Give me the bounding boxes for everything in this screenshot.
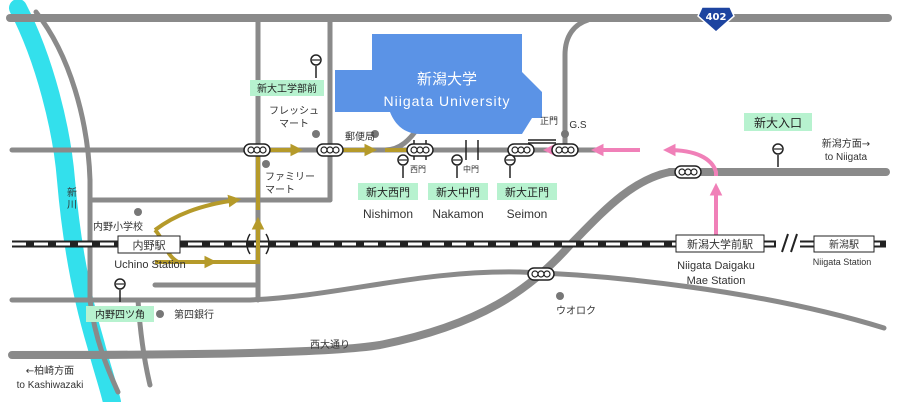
seimon-en: Seimon — [507, 207, 548, 221]
fresh-mart-label-1: フレッシュ — [269, 106, 319, 117]
family-mart-label-2: マート — [265, 185, 295, 196]
uoroku-dot — [556, 292, 564, 300]
uchino-station-box — [117, 235, 181, 254]
post-office-dot — [371, 130, 379, 138]
river-label: 新川 — [67, 186, 77, 211]
tag-nishimon: 新大西門 — [366, 185, 410, 199]
landmark-dots — [134, 130, 569, 318]
bus-stop-icon — [310, 54, 322, 78]
niigata-university-campus — [335, 34, 542, 134]
to-kashiwazaki-jp: ←柏崎方面 — [26, 364, 74, 377]
uchino-station-en: Uchino Station — [114, 259, 186, 271]
daigaku-mae-station-en-1: Niigata Daigaku — [677, 260, 755, 272]
uchino-station-jp: 内野駅 — [133, 238, 166, 252]
niigata-station-box — [813, 235, 875, 253]
shinkawa-river — [9, 0, 121, 402]
niigata-station-en: Niigata Station — [813, 257, 872, 267]
family-mart-dot — [262, 160, 270, 168]
traffic-light-icon — [243, 143, 271, 157]
tag-nakamon: 新大中門 — [436, 185, 480, 199]
traffic-light-icon — [406, 143, 434, 157]
fresh-mart-dot — [312, 130, 320, 138]
diagonal-road — [8, 168, 674, 359]
fresh-mart-label-2: マート — [279, 119, 309, 130]
nishimon-en: Nishimon — [363, 207, 413, 221]
gs-dot — [561, 130, 569, 138]
school-label: 内野小学校 — [93, 220, 143, 233]
daigaku-mae-station-box — [675, 234, 765, 253]
station-boxes: 内野駅 Uchino Station 新潟大学前駅 Niigata Daigak… — [114, 234, 875, 287]
nakamon-en: Nakamon — [432, 207, 483, 221]
bus-stop-icon — [772, 143, 784, 167]
traffic-light-icon — [316, 143, 344, 157]
gs-label: G.S — [569, 120, 587, 131]
tag-kodai: 新大工学部前 — [257, 82, 317, 95]
family-mart-label-1: ファミリー — [265, 172, 315, 183]
traffic-light-icon — [507, 143, 535, 157]
bus-stop-icons — [114, 54, 784, 302]
university-name-jp: 新潟大学 — [417, 70, 477, 88]
post-office-label: 郵便局 — [345, 130, 375, 143]
avenue-label: 西大通り — [310, 338, 350, 351]
daigaku-mae-station-en-2: Mae Station — [687, 275, 746, 287]
bus-stop-icon — [451, 154, 463, 178]
route-number: 402 — [706, 12, 727, 23]
bus-stop-icon — [114, 278, 126, 302]
bus-stop-icon — [504, 154, 516, 178]
tag-yotsukado: 内野四ツ角 — [95, 308, 145, 321]
naka-gate-small: 中門 — [463, 164, 479, 174]
bus-stop-icon — [397, 154, 409, 178]
traffic-light-icon — [527, 267, 555, 281]
tag-seimon: 新大正門 — [505, 185, 549, 199]
to-niigata-jp: 新潟方面→ — [822, 137, 870, 150]
place-labels: フレッシュ マート 郵便局 G.S 正門 ファミリー マート 内野小学校 第四銀… — [17, 106, 871, 391]
tag-iriguchi: 新大入口 — [754, 115, 802, 130]
school-dot — [134, 208, 142, 216]
curved-road — [9, 269, 887, 331]
traffic-light-icon — [674, 165, 702, 179]
seimon-gate-label: 正門 — [540, 116, 558, 127]
route-402-badge: 402 — [697, 6, 735, 34]
daigaku-mae-station-jp: 新潟大学前駅 — [687, 237, 753, 251]
traffic-light-icon — [551, 143, 579, 157]
river-label-text: 新川 — [67, 186, 77, 211]
uoroku-label: ウオロク — [556, 305, 596, 317]
niigata-station-jp: 新潟駅 — [829, 238, 859, 251]
bank-dot — [156, 310, 164, 318]
traffic-lights — [243, 143, 702, 281]
gs-road — [562, 17, 591, 153]
to-niigata-en: to Niigata — [825, 152, 868, 163]
bank-label: 第四銀行 — [174, 308, 214, 321]
university-name-en: Niigata University — [384, 93, 511, 109]
bus-stop-tags: 新大工学部前 新大西門 新大中門 新大正門 新大入口 内野四ツ角 — [86, 80, 812, 322]
left-vertical-road — [33, 9, 121, 395]
nishi-gate-small: 西門 — [410, 165, 426, 174]
to-kashiwazaki-en: to Kashiwazaki — [17, 380, 84, 391]
